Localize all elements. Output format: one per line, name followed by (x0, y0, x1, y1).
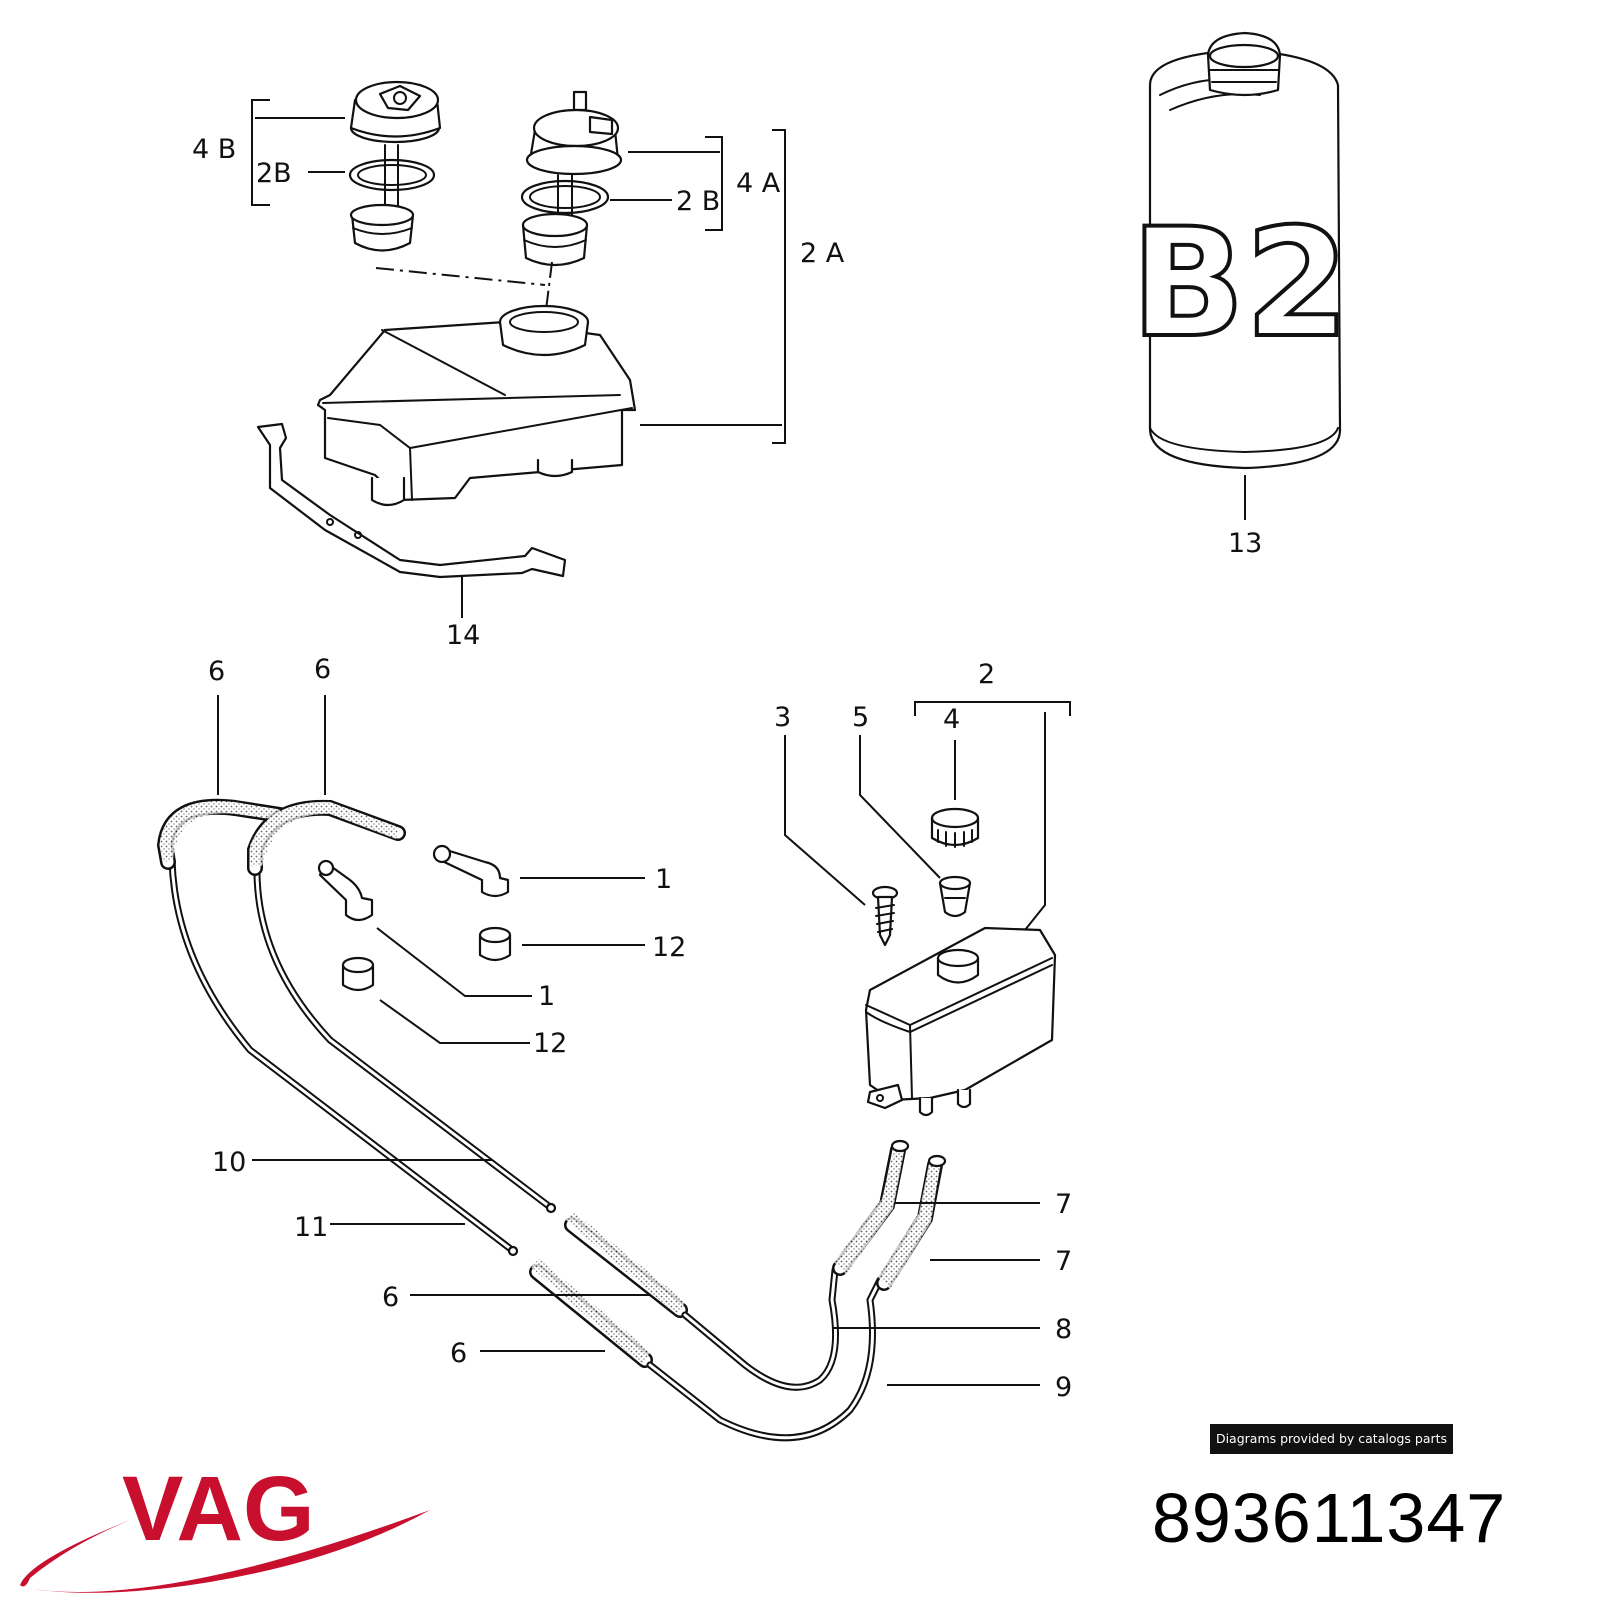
callout-2b-left: 2B (256, 158, 292, 189)
lines-assembly (156, 695, 1071, 1442)
callout-4a: 4 A (736, 168, 781, 199)
credit-banner: Diagrams provided by catalogs parts (1210, 1424, 1453, 1454)
reservoir-cap-small (930, 807, 980, 848)
fluid-bottle: B2 (1129, 31, 1351, 520)
grommet-right (478, 926, 512, 962)
pipe-8 (681, 1266, 840, 1391)
callout-7-b: 7 (1055, 1246, 1072, 1277)
callout-2b-right: 2 B (676, 186, 720, 217)
banjo-fitting-left (317, 859, 374, 922)
callout-12-a: 12 (652, 932, 686, 963)
bracket-4b (251, 99, 270, 206)
mounting-strap (256, 422, 567, 579)
callout-4: 4 (943, 704, 960, 735)
part-number: 893611347 (1152, 1479, 1507, 1557)
leader-1-b (376, 927, 532, 997)
cap-right (525, 90, 623, 176)
callout-2: 2 (978, 659, 995, 690)
callout-11: 11 (294, 1212, 328, 1243)
callout-2a: 2 A (800, 238, 845, 269)
callout-6-top-a: 6 (208, 656, 225, 687)
leader-2 (1024, 712, 1046, 931)
filter-left (349, 203, 415, 252)
callout-4b: 4 B (192, 134, 236, 165)
callout-6-mid: 6 (382, 1282, 399, 1313)
reservoir-small (864, 926, 1057, 1117)
bracket-4a (705, 136, 723, 231)
centerline (375, 267, 546, 286)
banjo-fitting-right (432, 844, 510, 898)
bracket-2a (772, 129, 786, 444)
pipe-10 (253, 861, 554, 1211)
callout-12-b: 12 (533, 1028, 567, 1059)
reservoir-body (316, 304, 637, 507)
callout-6-top-b: 6 (314, 654, 331, 685)
strainer-small (938, 875, 972, 918)
callout-14: 14 (446, 620, 480, 651)
leader-12-b (379, 999, 530, 1044)
callout-6-low: 6 (450, 1338, 467, 1369)
brand-logo: VAG (20, 1458, 430, 1593)
callout-1-b: 1 (538, 981, 555, 1012)
callout-10: 10 (212, 1147, 246, 1178)
callout-3: 3 (774, 702, 791, 733)
cap-left (349, 80, 442, 144)
callout-13: 13 (1228, 528, 1262, 559)
reservoir-assembly-top (251, 80, 786, 618)
leader-5 (859, 735, 941, 879)
pipe-11 (168, 856, 516, 1254)
callout-8: 8 (1055, 1314, 1072, 1345)
bottle-label: B2 (1131, 197, 1350, 371)
callout-7-a: 7 (1055, 1189, 1072, 1220)
leader-3 (784, 735, 866, 906)
grommet-left (341, 956, 375, 992)
callout-1-a: 1 (655, 864, 672, 895)
brand-name: VAG (122, 1458, 315, 1560)
callout-5: 5 (852, 702, 869, 733)
bracket-2 (914, 701, 1071, 716)
screw (871, 885, 899, 947)
callout-9: 9 (1055, 1372, 1072, 1403)
filter-right (521, 212, 589, 267)
